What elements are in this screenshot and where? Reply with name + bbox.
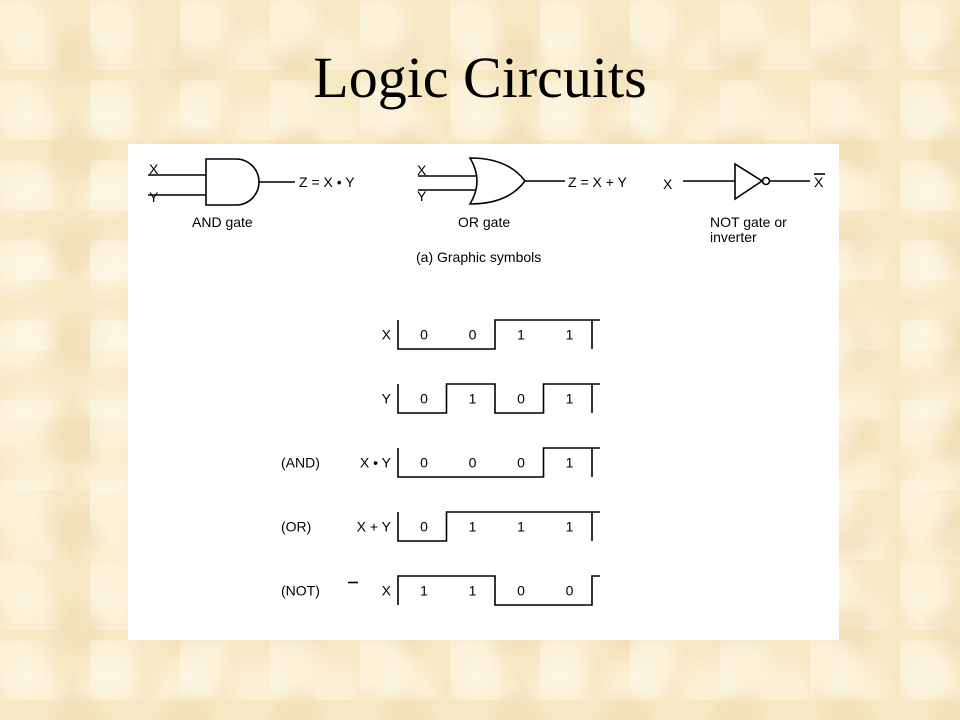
not-gate-caption-line1: NOT gate or xyxy=(710,214,787,230)
bit-value: 1 xyxy=(420,583,428,599)
and-gate-body xyxy=(205,158,260,206)
not-gate-symbol: X X NOT gate or inverter xyxy=(663,162,825,245)
bit-value: 1 xyxy=(469,391,477,407)
and-gate-caption: AND gate xyxy=(192,214,253,230)
or-gate-caption: OR gate xyxy=(458,214,510,230)
graphic-symbols-caption: (a) Graphic symbols xyxy=(416,249,541,265)
bit-value: 1 xyxy=(469,583,477,599)
or-input-y: Y xyxy=(417,188,427,204)
bit-value: 0 xyxy=(420,519,428,535)
and-output-label: Z = X • Y xyxy=(299,174,355,190)
timing-row-label: X xyxy=(382,583,392,599)
bit-value: 0 xyxy=(420,327,428,343)
not-gate-caption-line2: inverter xyxy=(710,229,757,245)
timing-row: Y 0 1 0 1 xyxy=(382,383,600,414)
waveform xyxy=(397,511,600,542)
waveform xyxy=(397,575,600,606)
bit-value: 1 xyxy=(469,519,477,535)
logic-diagram: X Y Z = X • Y AND gate X Y Z = X + Y OR … xyxy=(148,157,825,606)
bit-value: 1 xyxy=(566,519,574,535)
timing-row-prefix: (AND) xyxy=(281,455,320,471)
waveform xyxy=(397,319,600,350)
bit-value: 1 xyxy=(517,519,525,535)
and-gate-symbol: X Y Z = X • Y AND gate xyxy=(148,158,355,230)
bit-value: 0 xyxy=(566,583,574,599)
timing-row-label: X + Y xyxy=(357,519,392,535)
timing-row: (AND) X • Y 0 0 0 1 xyxy=(281,447,600,478)
not-gate-triangle xyxy=(734,162,764,201)
diagram-panel: X Y Z = X • Y AND gate X Y Z = X + Y OR … xyxy=(128,144,839,640)
timing-row: X 0 0 1 1 xyxy=(382,319,600,350)
and-input-x: X xyxy=(149,161,159,177)
not-gate-bubble xyxy=(761,176,771,186)
bit-value: 0 xyxy=(469,327,477,343)
timing-row-prefix: (OR) xyxy=(281,519,311,535)
or-gate-symbol: X Y Z = X + Y OR gate xyxy=(417,157,628,230)
bit-value: 1 xyxy=(566,391,574,407)
or-output-label: Z = X + Y xyxy=(568,174,628,190)
page-title: Logic Circuits xyxy=(313,45,647,110)
or-gate-body xyxy=(468,157,526,205)
not-input-x: X xyxy=(663,176,673,192)
bit-value: 0 xyxy=(517,455,525,471)
waveform xyxy=(397,447,600,478)
bit-value: 0 xyxy=(517,391,525,407)
waveform xyxy=(397,383,600,414)
timing-row-prefix: (NOT) xyxy=(281,583,320,599)
or-input-x: X xyxy=(417,162,427,178)
bit-value: 0 xyxy=(517,583,525,599)
timing-row-label: Y xyxy=(382,391,392,407)
not-output-label: X xyxy=(814,174,824,190)
bit-value: 1 xyxy=(566,455,574,471)
timing-row: (OR) X + Y 0 1 1 1 xyxy=(281,511,600,542)
and-input-y: Y xyxy=(149,189,159,205)
bit-value: 0 xyxy=(469,455,477,471)
timing-row-label: X xyxy=(382,327,392,343)
bit-value: 1 xyxy=(566,327,574,343)
bit-value: 1 xyxy=(517,327,525,343)
bit-value: 0 xyxy=(420,391,428,407)
timing-row: (NOT) X 1 1 0 0 xyxy=(281,575,600,606)
timing-row-label: X • Y xyxy=(360,455,392,471)
bit-value: 0 xyxy=(420,455,428,471)
